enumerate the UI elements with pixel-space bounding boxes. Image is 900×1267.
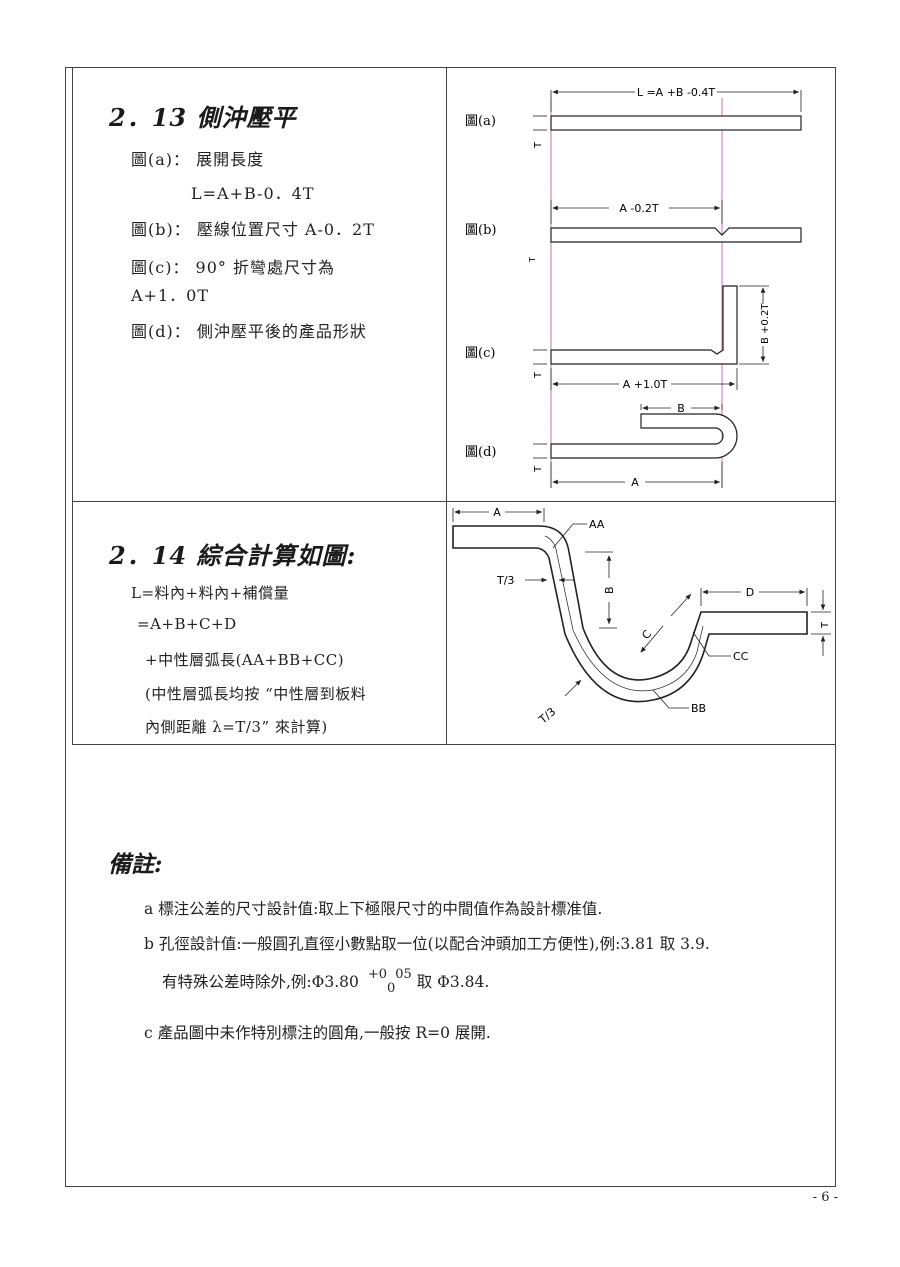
notes-title: 備註: bbox=[108, 851, 163, 878]
dim-D: D bbox=[746, 586, 754, 599]
dim-a-minus-02t: A -0.2T bbox=[619, 202, 658, 215]
content-table: 2．13 側沖壓平 圖(a)： 展開長度 L=A+B-0．4T 圖(b)： 壓線… bbox=[72, 67, 836, 745]
section-title-213: 2．13 側沖壓平 bbox=[109, 103, 297, 132]
fig-label-b: 圖(b) bbox=[465, 223, 496, 238]
dim-T: T bbox=[820, 621, 831, 629]
combined-bend-diagram: A AA B T/3 C D bbox=[452, 506, 831, 727]
dim-a: A bbox=[631, 476, 639, 489]
fig-label-d: 圖(d) bbox=[465, 445, 496, 460]
dim-A: A bbox=[493, 506, 501, 519]
dim-t: T bbox=[528, 257, 537, 263]
fig-label-a: 圖(a) bbox=[465, 114, 496, 129]
dim-a-plus-1t: A +1.0T bbox=[623, 378, 668, 391]
bent-part bbox=[550, 285, 738, 365]
tolerance-lower: 0 bbox=[386, 981, 396, 996]
text-line: 內側距離 λ=T/3” 來計算) bbox=[145, 718, 328, 736]
label-CC: CC bbox=[733, 650, 749, 663]
cell-213-text: 2．13 側沖壓平 圖(a)： 展開長度 L=A+B-0．4T 圖(b)： 壓線… bbox=[72, 67, 447, 502]
text-line: =A+B+C+D bbox=[137, 615, 237, 633]
text-line: 圖(a)： 展開長度 bbox=[131, 150, 265, 169]
label-BB: BB bbox=[691, 702, 706, 715]
note-b-result: 取 Φ3.84. bbox=[416, 973, 490, 991]
tolerance-upper-digits: 05 bbox=[395, 967, 412, 982]
neutral-layer bbox=[544, 535, 704, 692]
bent-profile bbox=[452, 525, 808, 703]
label-AA: AA bbox=[589, 518, 605, 531]
text-line: L=料內+料內+補償量 bbox=[131, 584, 290, 602]
side-press-diagram: 圖(a) L =A +B -0.4T T 圖(b) A -0.2T T 圖(c) bbox=[465, 86, 802, 489]
cell-213-figure: 圖(a) L =A +B -0.4T T 圖(b) A -0.2T T 圖(c) bbox=[446, 67, 836, 502]
text-line: 圖(c)： 90° 折彎處尺寸為 bbox=[131, 258, 335, 277]
note-a: a 標注公差的尺寸設計值:取上下極限尺寸的中間值作為設計標准值. bbox=[144, 900, 603, 918]
text-line: 圖(d)： 側沖壓平後的產品形狀 bbox=[131, 322, 367, 341]
text-line: 圖(b)： 壓線位置尺寸 A-0．2T bbox=[131, 220, 375, 239]
note-b: b 孔徑設計值:一般圓孔直徑小數點取一位(以配合沖頭加工方便性),例:3.81 … bbox=[144, 935, 710, 953]
dim-t: T bbox=[533, 141, 544, 149]
label-t3-upper: T/3 bbox=[496, 574, 514, 587]
scored-blank bbox=[550, 227, 802, 243]
dim-b: B bbox=[677, 402, 685, 415]
label-t3-lower: T/3 bbox=[536, 705, 558, 727]
page-number: - 6 - bbox=[812, 1190, 838, 1205]
note-b-example: 有特殊公差時除外,例:Φ3.80 bbox=[162, 973, 359, 991]
dim-t: T bbox=[533, 465, 544, 473]
dim-C: C bbox=[639, 627, 654, 641]
text-line: A+1．0T bbox=[131, 286, 209, 305]
tolerance-upper: +0 bbox=[367, 967, 387, 982]
dim-t: T bbox=[533, 371, 544, 379]
section-title-214: 2．14 綜合計算如圖: bbox=[109, 541, 357, 570]
cell-214-figure: A AA B T/3 C D bbox=[446, 501, 836, 745]
note-b-line2: 有特殊公差時除外,例:Φ3.80 +0005 取 Φ3.84. bbox=[162, 967, 490, 996]
dim-b-plus-02t: B +0.2T bbox=[760, 303, 771, 344]
flat-blank bbox=[550, 115, 802, 131]
text-line: +中性層弧長(AA+BB+CC) bbox=[145, 651, 345, 669]
text-line: L=A+B-0．4T bbox=[191, 184, 315, 203]
dim-total-length: L =A +B -0.4T bbox=[637, 86, 716, 99]
text-line: (中性層弧長均按 “中性層到板料 bbox=[145, 685, 367, 703]
cell-214-text: 2．14 綜合計算如圖: L=料內+料內+補償量 =A+B+C+D +中性層弧長… bbox=[72, 501, 447, 745]
note-c: c 產品圖中未作特別標注的圓角,一般按 R=0 展開. bbox=[144, 1024, 491, 1042]
dim-B: B bbox=[603, 586, 616, 594]
flattened-part bbox=[550, 413, 738, 459]
fig-label-c: 圖(c) bbox=[465, 346, 495, 361]
